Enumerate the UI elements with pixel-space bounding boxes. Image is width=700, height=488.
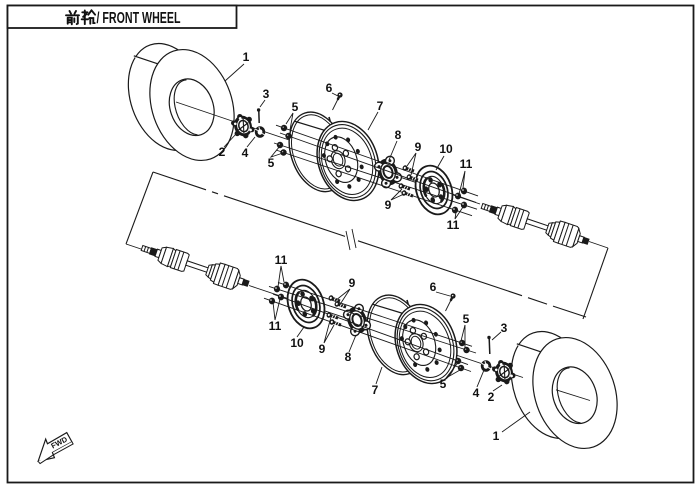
svg-text:6: 6: [326, 81, 333, 95]
svg-text:1: 1: [243, 50, 250, 64]
svg-text:1: 1: [493, 429, 500, 443]
svg-text:4: 4: [242, 146, 249, 160]
svg-text:6: 6: [430, 280, 437, 294]
svg-text:11: 11: [447, 218, 460, 232]
svg-text:/ FRONT WHEEL: / FRONT WHEEL: [97, 10, 181, 27]
svg-text:3: 3: [263, 87, 270, 101]
svg-text:5: 5: [440, 377, 447, 391]
svg-text:7: 7: [372, 383, 379, 397]
svg-text:5: 5: [463, 312, 470, 326]
svg-text:4: 4: [473, 386, 480, 400]
svg-text:11: 11: [460, 157, 473, 171]
svg-text:9: 9: [415, 140, 422, 154]
svg-text:10: 10: [439, 142, 453, 156]
svg-text:2: 2: [488, 390, 495, 404]
svg-text:9: 9: [319, 342, 326, 356]
svg-text:5: 5: [292, 100, 299, 114]
svg-text:7: 7: [377, 99, 384, 113]
svg-text:10: 10: [290, 336, 304, 350]
svg-text:8: 8: [345, 350, 352, 364]
svg-text:5: 5: [268, 156, 275, 170]
svg-text:9: 9: [385, 198, 392, 212]
svg-text:2: 2: [219, 145, 226, 159]
svg-text:9: 9: [349, 276, 356, 290]
svg-text:11: 11: [275, 253, 288, 267]
svg-text:3: 3: [501, 321, 508, 335]
svg-text:11: 11: [269, 319, 282, 333]
svg-text:8: 8: [395, 128, 402, 142]
